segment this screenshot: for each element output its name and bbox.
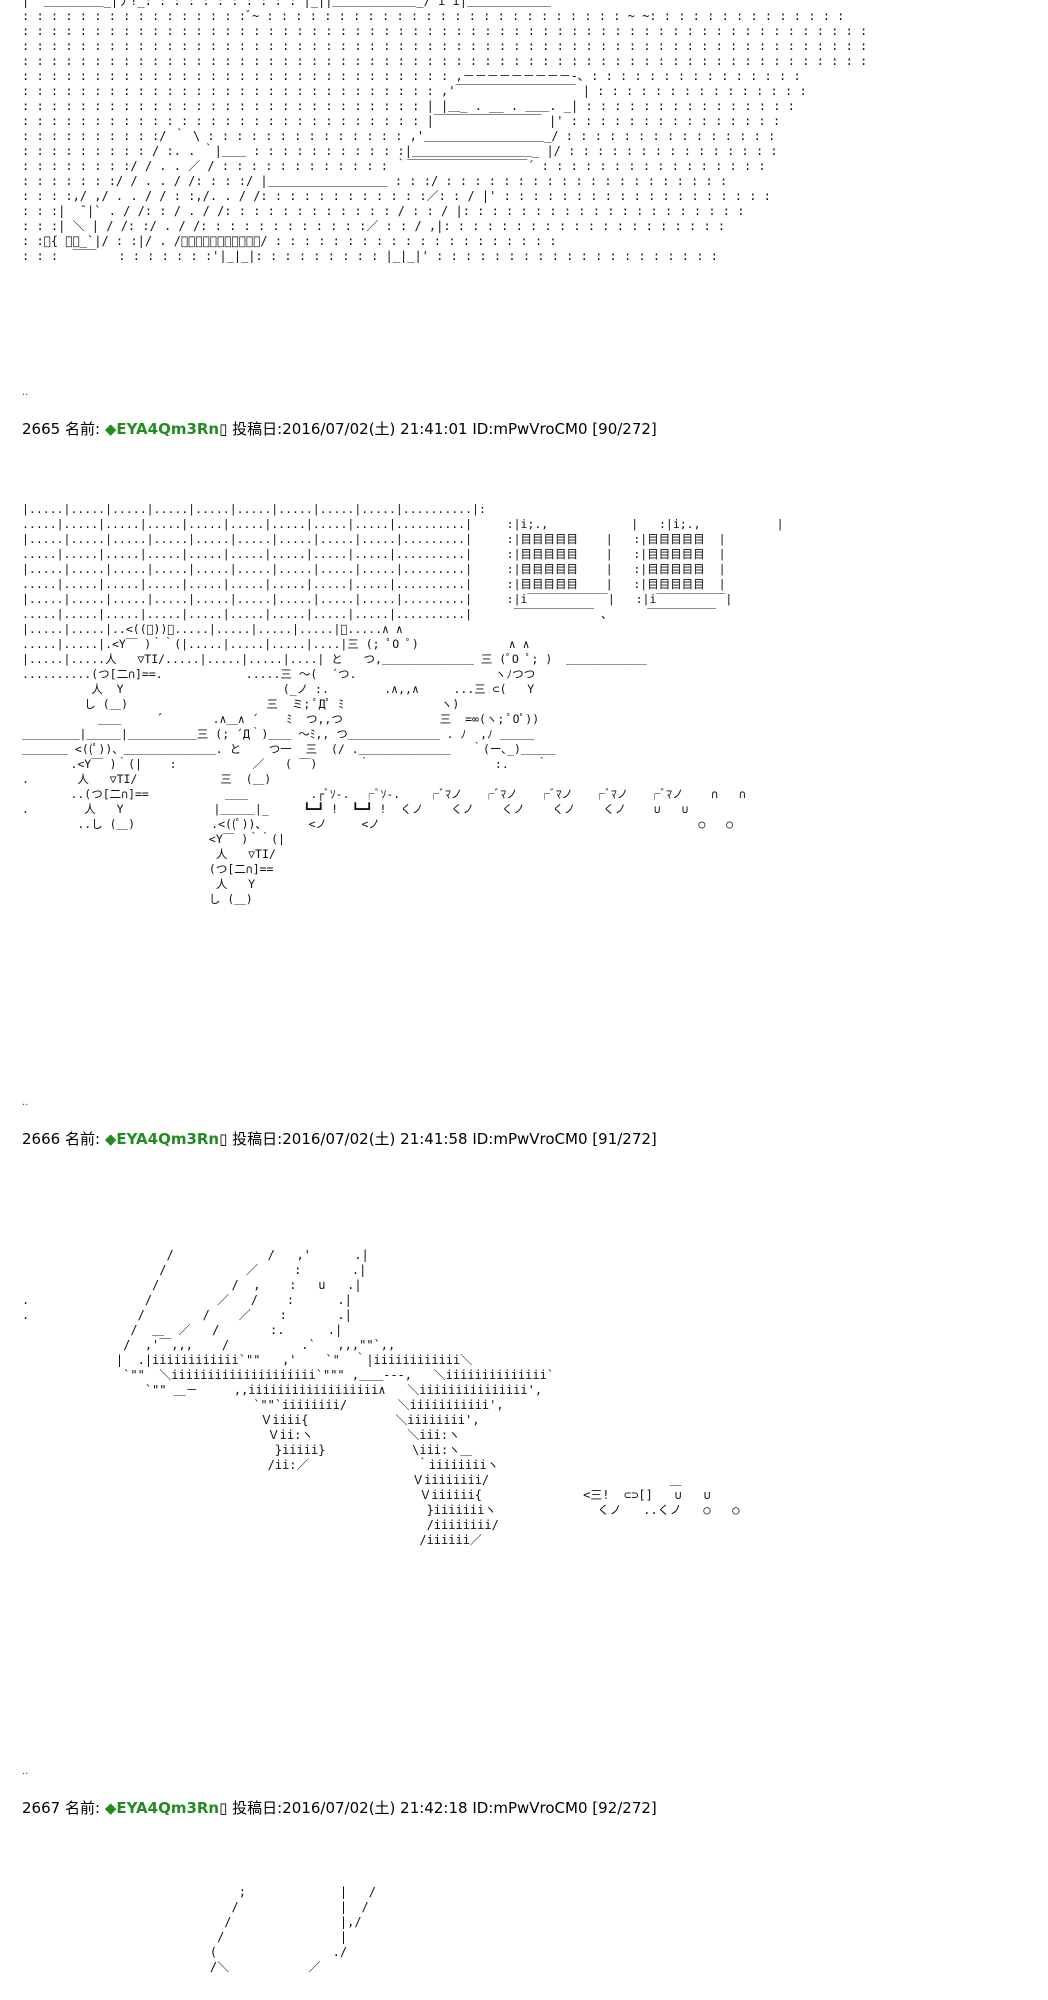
date-label: 投稿日:	[232, 1799, 283, 1817]
post-header: 2666 名前: ◆EYA4Qm3Rn▯ 投稿日:2016/07/02(土) 2…	[22, 1129, 657, 1149]
post-header: 2667 名前: ◆EYA4Qm3Rn▯ 投稿日:2016/07/02(土) 2…	[22, 1798, 657, 1818]
dot-marker: ..	[22, 1097, 29, 1108]
post-number: 2665	[22, 420, 61, 438]
separator-glyph: ▯	[219, 1799, 228, 1817]
dot-marker: ..	[22, 1766, 29, 1777]
post-id[interactable]: ID:mPwVroCM0	[472, 420, 588, 438]
trip-code[interactable]: ◆EYA4Qm3Rn	[104, 420, 220, 438]
post-date: 2016/07/02(土) 21:41:01	[282, 420, 468, 438]
trip-code[interactable]: ◆EYA4Qm3Rn	[104, 1799, 220, 1817]
ascii-art-legs-scene: / / ,' .| / ／ : .| / / , : u .| . / ／ / …	[22, 1248, 740, 1547]
separator-glyph: ▯	[219, 1130, 228, 1148]
post-date: 2016/07/02(土) 21:42:18	[282, 1799, 468, 1817]
ascii-art-office-scene: |.....|.....|.....|.....|.....|.....|...…	[22, 502, 784, 906]
post-header: 2665 名前: ◆EYA4Qm3Rn▯ 投稿日:2016/07/02(土) 2…	[22, 419, 657, 439]
name-label: 名前:	[64, 420, 101, 438]
name-label: 名前:	[64, 1130, 101, 1148]
date-label: 投稿日:	[232, 420, 283, 438]
post-count: [90/272]	[592, 420, 657, 438]
name-label: 名前:	[64, 1799, 101, 1817]
trip-code[interactable]: ◆EYA4Qm3Rn	[104, 1130, 220, 1148]
post-count: [92/272]	[592, 1799, 657, 1817]
post-number: 2667	[22, 1799, 61, 1817]
post-id[interactable]: ID:mPwVroCM0	[472, 1799, 588, 1817]
separator-glyph: ▯	[219, 420, 228, 438]
post-id[interactable]: ID:mPwVroCM0	[472, 1130, 588, 1148]
ascii-art-sofa: | ＿＿＿＿＿_|丿!_: : : : : : : : : : : |_||＿＿…	[22, 0, 868, 263]
post-date: 2016/07/02(土) 21:41:58	[282, 1130, 468, 1148]
ascii-art-lines: ; | / / | / / |,/ / | (	[209, 1885, 377, 1974]
date-label: 投稿日:	[232, 1130, 283, 1148]
post-count: [91/272]	[592, 1130, 657, 1148]
post-number: 2666	[22, 1130, 61, 1148]
dot-marker: ..	[22, 387, 29, 398]
